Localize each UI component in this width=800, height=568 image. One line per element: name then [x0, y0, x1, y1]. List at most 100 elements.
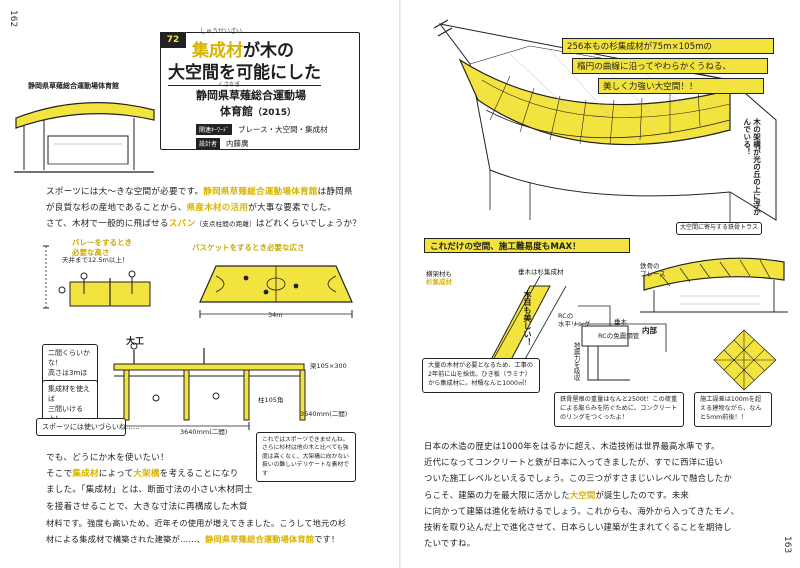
title-furigana: しゅうせいざい: [200, 28, 243, 35]
subtitle-name: 体育館: [220, 105, 253, 118]
para-line: そこで集成材によって大架構を考えることになり: [46, 466, 386, 482]
subtitle-line-1: 静岡県草薙総合運動場: [196, 89, 306, 102]
sports-note-box: これではスポーツできませんね。さらに杉材は他の木と比べても強度は高くなく、大架構…: [256, 432, 356, 482]
truss-callout: 大空間に寄与する鉄骨トラス: [676, 222, 762, 235]
para-text: らこそ、建築の力を最大限に活かした: [424, 489, 570, 500]
intro-note: （支点柱間の距離）: [195, 220, 256, 229]
lumber-info-box: 大量の木材が必要となるため、工事の2年前に山を採伐。ひき板（ラミナ）から集成材に…: [422, 358, 540, 393]
span-label-a: 3640mm(二間): [300, 410, 348, 418]
rc-ring-label: RCの 水平リング: [558, 312, 591, 329]
difficulty-banner: これだけの空間、施工難易度もMAX！: [424, 238, 630, 253]
headline-box-1: 256本もの杉集成材が75m×105mの: [562, 38, 774, 54]
meta-tag: 設計者: [196, 138, 221, 149]
span-label-b: 3640mm(二間): [180, 428, 228, 436]
meta-value: 内藤廣: [226, 139, 249, 148]
para-text: そこで: [46, 469, 73, 480]
intro-paragraph: スポーツには大〜きな空間が必要です。静岡県草薙総合運動場体育館は静岡県 が良質な…: [46, 184, 376, 233]
meta-rows: 関連ｷｰﾜｰﾄﾞ ブレース・大空間・集成材 設計者内藤廣: [196, 124, 328, 149]
meta-designer: 設計者内藤廣: [196, 138, 328, 149]
para-text: を考えることになり: [159, 469, 239, 480]
timber-frame-diagram: [113, 342, 306, 430]
seismic-label: 地震力を吸収: [572, 342, 581, 381]
subtitle-line-2: 体育館（2015）: [220, 103, 296, 119]
intro-highlight: 県産木材の活用: [186, 203, 249, 214]
para-line: 技術を取り込んだ上で進化させて、日本らしい建築が生まれてくることを期待し: [424, 522, 732, 533]
column-label: 柱105角: [258, 396, 284, 404]
para-text: です！: [314, 534, 340, 545]
glulam-paragraph: でも、どうにか木を使いたい！ そこで集成材によって大架構を考えることになり まし…: [46, 450, 386, 547]
intro-text: スポーツには大〜きな空間が必要です。: [46, 187, 204, 197]
intro-text: が良質な杉の産地であることから、: [46, 203, 187, 214]
glulam-frame-callout: 横架材も 杉集成材: [426, 270, 452, 286]
page-number-left: 162: [8, 10, 18, 28]
para-line: たいですね。: [424, 538, 476, 549]
floating-callout: 木の架構が光の丘の上に浮かんでいる！: [742, 118, 762, 216]
intro-highlight: 静岡県草薙総合運動場体育館: [203, 187, 318, 197]
para-line: 日本の木造の歴史は1000年をはるかに超え、木造技術は世界最高水準です。: [424, 441, 720, 451]
para-line: 材による集成材で構築された建築が……、静岡県草薙総合運動場体育館です！: [46, 531, 386, 547]
para-text: によって: [98, 469, 134, 480]
headline-box-2: 楕円の曲線に沿ってやわらかくうねる、: [572, 58, 768, 74]
callout-line: 横架材も: [426, 270, 452, 278]
title-rest: が木の: [243, 41, 294, 61]
intro-text: は静岡県: [317, 187, 353, 197]
para-line: 材料です。強度も高いため、近年その使用が増えてきました。こうして地元の杉: [46, 517, 347, 528]
para-text: が誕生したのです。未来: [595, 489, 690, 500]
building-label: 静岡県草薙総合運動場体育館: [28, 82, 119, 90]
brace-callout: 鉄骨の ブレース: [640, 262, 666, 279]
para-highlight: 集成材: [72, 469, 99, 480]
meta-value: ブレース・大空間・集成材: [238, 125, 328, 134]
meta-tag: 関連ｷｰﾜｰﾄﾞ: [196, 124, 233, 135]
ceiling-height-label: 天井まで12.5m以上！: [62, 256, 129, 264]
basketball-label: バスケットをするとき必要な広さ: [192, 243, 305, 252]
tolerance-info-box: 施工誤差は100mを超える建物ながら、なんと5mm前後！！: [694, 392, 772, 427]
rafter-callout: 垂木は杉集成材: [518, 268, 564, 276]
para-text: 材による集成材で構築された建築が……、: [46, 534, 206, 545]
book-gutter: [399, 0, 401, 568]
para-line: に向かって建築は進化を続けるでしょう。これからも、海外から入ってきたモノ、: [424, 505, 740, 516]
callout-line: 杉集成材: [426, 278, 452, 287]
history-paragraph: 日本の木造の歴史は1000年をはるかに超え、木造技術は世界最高水準です。 近代に…: [424, 438, 782, 551]
topic-number: 72: [160, 32, 186, 48]
meta-keywords: 関連ｷｰﾜｰﾄﾞ ブレース・大空間・集成材: [196, 124, 328, 135]
exterior-truss-illustration: [640, 257, 788, 313]
volleyball-diagram: [43, 245, 151, 309]
page-number-right: 163: [782, 536, 792, 554]
building-illustration: [14, 102, 155, 173]
subtitle-furigana: くさなぎ: [218, 82, 241, 88]
para-highlight: 大架構: [133, 469, 160, 480]
title-frame: [160, 32, 360, 150]
court-span-label: 34m: [268, 311, 283, 319]
rc-wall-label: RCの免震鋼管: [598, 332, 640, 340]
para-line: ついた施工レベルといえるでしょう。この三つがすさまじいレベルで融合したか: [424, 473, 732, 484]
headline-box-3: 美しく力強い大空間！！: [598, 78, 764, 94]
intro-line: が良質な杉の産地であることから、県産木材の活用が大事な要素でした。: [46, 200, 376, 216]
beam-label: 梁105×300: [310, 362, 347, 370]
intro-line: さて、木材で一般的に飛ばせるスパン（支点柱間の距離）はどれくらいでしょうか？: [46, 216, 376, 232]
subtitle-year: （2015）: [253, 108, 297, 118]
wood-grain-callout: 木目も美しい！: [523, 290, 532, 346]
intro-line: スポーツには大〜きな空間が必要です。静岡県草薙総合運動場体育館は静岡県: [46, 184, 376, 200]
lattice-illustration: [713, 329, 777, 391]
interior-label: 内部: [642, 326, 657, 335]
para-line: らこそ、建築の力を最大限に活かした大空間が誕生したのです。未来: [424, 487, 782, 503]
intro-text: が大事な要素でした。: [248, 203, 337, 214]
intro-highlight: スパン: [168, 219, 196, 230]
para-line: 近代になってコンクリートと鉄が日本に入ってきましたが、すでに西洋に追い: [424, 457, 723, 468]
question-sports: スポーツには使いづらいね……: [36, 418, 140, 437]
para-line: を接着させることで、大きな寸法に再構成した木質: [46, 501, 248, 512]
title-line-1: 集成材が木の: [192, 36, 294, 61]
title-emphasis: 集成材: [192, 41, 243, 61]
para-highlight: 大空間: [569, 489, 596, 500]
para-line: ました。「集成材」とは、断面寸法の小さい木材同士: [46, 485, 253, 496]
steel-roof-info-box: 鉄骨屋根の重量はなんと2500t！この荷重による膨らみを防ぐために、コンクリート…: [554, 392, 684, 427]
basketball-court: [199, 265, 353, 318]
carpenter-label: 大工: [126, 337, 145, 347]
volleyball-label: バレーをするとき 必要な高さ: [72, 238, 132, 258]
title-line-2: 大空間を可能にした: [168, 58, 321, 86]
rafter-label: 垂木: [614, 318, 627, 326]
intro-text: はどれくらいでしょうか？: [255, 219, 362, 230]
intro-text: さて、木材で一般的に飛ばせる: [46, 219, 169, 230]
para-line: でも、どうにか木を使いたい！: [46, 453, 169, 463]
para-highlight: 静岡県草薙総合運動場体育館: [205, 534, 315, 545]
